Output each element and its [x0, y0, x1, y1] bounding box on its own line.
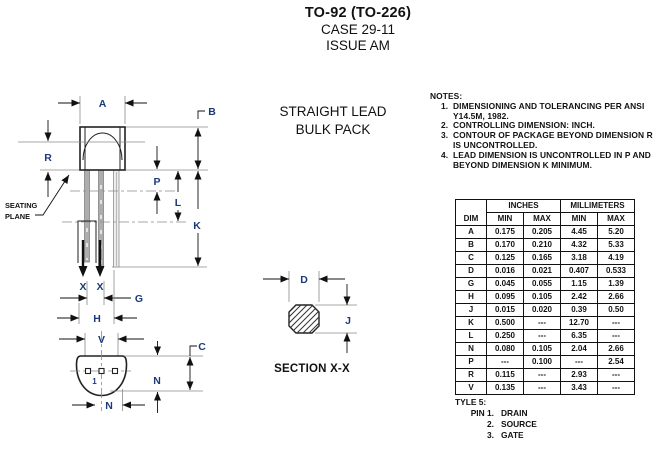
note-number: 1.: [441, 100, 449, 111]
col-header-dim: DIM: [455, 199, 487, 226]
seating-plane-label: PLANE: [5, 212, 30, 221]
pin-number: 3.: [487, 430, 494, 440]
notes-block: NOTES: 1. DIMENSIONING AND TOLERANCING P…: [430, 91, 669, 171]
note-line: IS UNCONTROLLED.: [453, 139, 538, 150]
dim-label-n-side: N: [153, 375, 161, 387]
notes-heading: NOTES:: [430, 91, 463, 101]
title-block: TO-92 (TO-226) CASE 29-11 ISSUE AM: [227, 5, 489, 54]
pin-function: DRAIN: [501, 408, 528, 418]
col-header-min: MIN: [486, 212, 524, 226]
dim-label-j: J: [345, 315, 351, 327]
pin-function: GATE: [501, 430, 524, 440]
seating-plane-leader: [35, 174, 70, 216]
section-view: D J SECTION X-X: [263, 271, 357, 375]
pin-1: [84, 367, 92, 375]
dim-label-a: A: [99, 98, 107, 110]
note-line: Y14.5M, 1982.: [453, 110, 509, 121]
pin-number: 2.: [487, 419, 494, 429]
note-number: 4.: [441, 149, 449, 160]
style-title: TYLE 5:: [455, 397, 487, 407]
pin-1-number: 1: [92, 377, 97, 386]
note-item: 2. CONTROLLING DIMENSION: INCH.: [430, 121, 669, 131]
note-item: 4. LEAD DIMENSION IS UNCONTROLLED IN P A…: [430, 149, 669, 171]
pin-row: 3. GATE: [455, 430, 537, 441]
dim-label-r: R: [44, 152, 52, 164]
dim-label-h: H: [93, 313, 101, 325]
dim-label-n-bottom: N: [105, 400, 113, 412]
pack-line1: STRAIGHT LEAD: [279, 104, 387, 119]
section-arrowhead: [78, 266, 88, 277]
dim-label-d: D: [300, 274, 308, 286]
pin-number: PIN 1.: [470, 408, 494, 418]
case-number: CASE 29-11: [320, 22, 396, 37]
package-drawing: A B R SEATING PLANE P L K X X: [5, 96, 216, 413]
bottom-view: V 1 N C N: [59, 331, 206, 413]
pin-3: [111, 367, 119, 375]
table-row: P---0.100---2.54: [455, 355, 635, 369]
section-caption: SECTION X-X: [274, 363, 350, 375]
pin-row: PIN 1. DRAIN: [455, 408, 537, 419]
section-arrowhead: [95, 266, 105, 277]
note-number: 3.: [441, 130, 449, 141]
note-line: BEYOND DIMENSION K MINIMUM.: [453, 159, 593, 170]
col-group-millimeters: MILLIMETERS: [560, 199, 635, 213]
dim-label-b: B: [208, 106, 216, 118]
dim-label-c: C: [198, 341, 206, 353]
col-header-max: MAX: [523, 212, 561, 226]
col-header-min: MIN: [560, 212, 598, 226]
pinout-block: TYLE 5: PIN 1. DRAIN 2. SOURCE 3. GATE: [455, 397, 537, 441]
note-number: 2.: [441, 120, 449, 131]
note-line: DIMENSIONING AND TOLERANCING PER ANSI: [453, 100, 645, 111]
pack-line2: BULK PACK: [295, 122, 371, 137]
pin-function: SOURCE: [501, 419, 537, 429]
seating-plane-label: SEATING: [5, 201, 38, 210]
dimension-table: DIM INCHES MILLIMETERS MIN MAX MIN MAX A…: [455, 199, 635, 395]
note-line: CONTOUR OF PACKAGE BEYOND DIMENSION R: [453, 130, 653, 141]
pin-row: 2. SOURCE: [455, 419, 537, 430]
dim-label-g: G: [135, 293, 143, 305]
dim-label-k: K: [193, 220, 201, 232]
col-group-inches: INCHES: [486, 199, 561, 213]
dim-label-p: P: [153, 176, 160, 188]
pin-2: [98, 367, 105, 375]
issue-revision: ISSUE AM: [326, 38, 390, 53]
section-cut-bracket: [77, 220, 97, 263]
note-line: CONTROLLING DIMENSION: INCH.: [453, 120, 595, 131]
section-xx-drawing: D J SECTION X-X: [263, 271, 357, 375]
dim-label-l: L: [175, 197, 182, 209]
section-label-x1: X: [79, 281, 86, 293]
section-label-x2: X: [96, 281, 103, 293]
col-header-max: MAX: [597, 212, 635, 226]
note-item: 1. DIMENSIONING AND TOLERANCING PER ANSI…: [430, 100, 669, 122]
front-view: A B R SEATING PLANE P L K X X: [5, 96, 216, 325]
note-line: LEAD DIMENSION IS UNCONTROLLED IN P AND: [453, 149, 651, 160]
pack-type-label: STRAIGHT LEAD BULK PACK: [252, 103, 414, 139]
note-item: 3. CONTOUR OF PACKAGE BEYOND DIMENSION R…: [430, 130, 669, 151]
package-title: TO-92 (TO-226): [304, 5, 412, 21]
